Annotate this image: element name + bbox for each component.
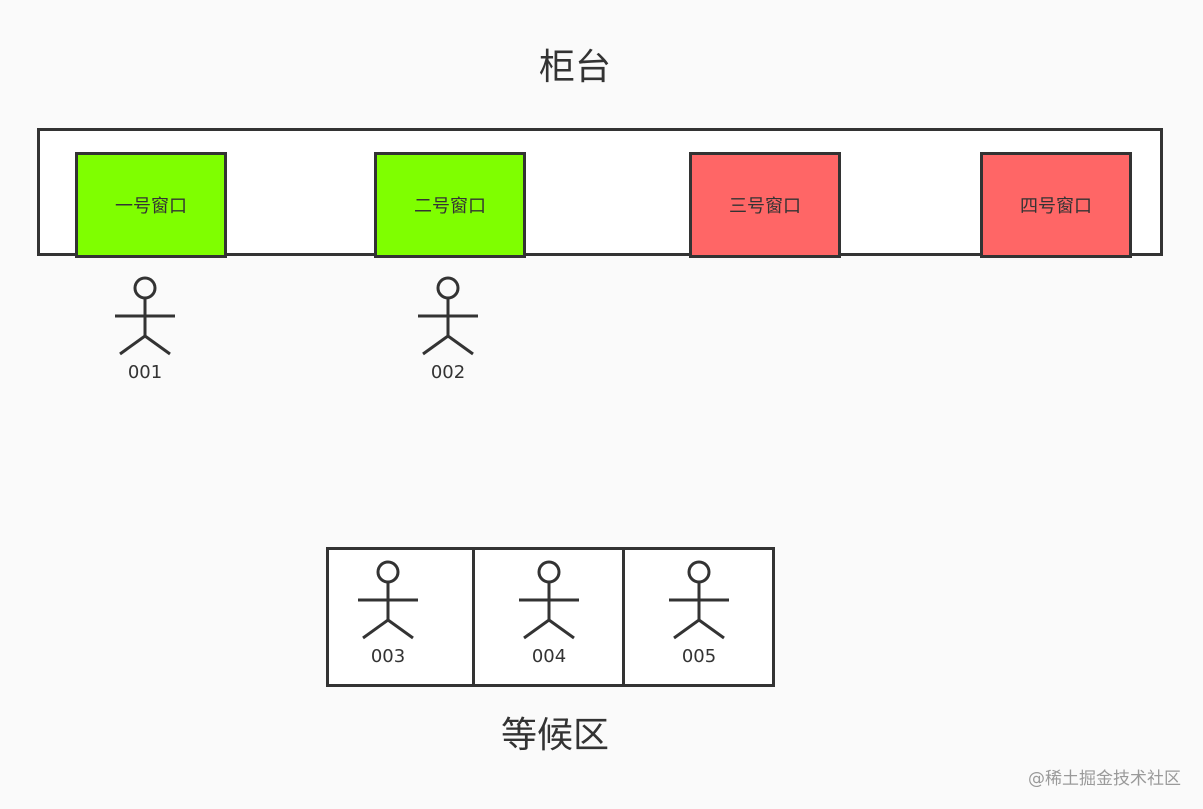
watermark: @稀土掘金技术社区	[1028, 769, 1181, 789]
waiting-slot-divider	[622, 547, 625, 687]
person-id: 001	[127, 362, 163, 383]
window-1: 一号窗口	[75, 152, 227, 258]
person-served-2: 002	[418, 276, 488, 386]
person-icon	[358, 560, 418, 640]
person-waiting-3: 005	[669, 560, 739, 670]
person-served-1: 001	[115, 276, 185, 386]
person-icon	[669, 560, 729, 640]
window-4: 四号窗口	[980, 152, 1132, 258]
person-id: 004	[531, 646, 567, 667]
person-waiting-1: 003	[358, 560, 428, 670]
person-waiting-2: 004	[519, 560, 589, 670]
waiting-slot-divider	[472, 547, 475, 687]
person-icon	[418, 276, 478, 356]
person-icon	[519, 560, 579, 640]
person-id: 002	[430, 362, 466, 383]
window-2: 二号窗口	[374, 152, 526, 258]
waiting-area-title: 等候区	[500, 715, 609, 756]
window-3: 三号窗口	[689, 152, 841, 258]
person-id: 005	[681, 646, 717, 667]
counter-title: 柜台	[538, 47, 611, 88]
person-icon	[115, 276, 175, 356]
person-id: 003	[370, 646, 406, 667]
